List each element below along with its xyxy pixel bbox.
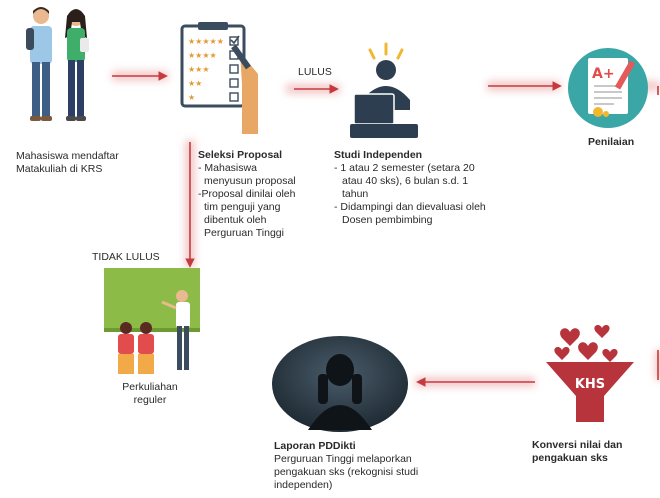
grade-text: A+ <box>592 66 615 82</box>
svg-text:★★★★: ★★★★ <box>188 51 217 60</box>
tidak-lulus-label: TIDAK LULUS <box>92 251 160 263</box>
classroom-icon <box>104 268 204 376</box>
laporan-text: Laporan PDDikti Perguruan Tinggi melapor… <box>274 440 444 492</box>
svg-text:★★★: ★★★ <box>188 65 210 74</box>
laporan-title: Laporan PDDikti <box>274 440 356 452</box>
lulus-label: LULUS <box>298 66 332 78</box>
seleksi-text: Seleksi Proposal - Mahasiswa menyusun pr… <box>198 149 318 240</box>
seleksi-title: Seleksi Proposal <box>198 149 283 161</box>
studi-title: Studi Independen <box>334 149 423 161</box>
studi-text: Studi Independen - 1 atau 2 semester (se… <box>334 149 504 227</box>
konversi-text: Konversi nilai dan pengakuan sks <box>532 439 623 464</box>
graded-paper-icon: A+ <box>566 40 650 136</box>
laptop-worker-icon <box>346 40 426 140</box>
svg-text:★: ★ <box>188 93 195 102</box>
checklist-icon: ★★★★★ ★★★★ ★★★ ★★ ★ <box>178 22 274 138</box>
svg-text:★★: ★★ <box>188 79 202 88</box>
students-illustration <box>16 4 100 130</box>
report-officer-icon <box>270 334 410 434</box>
penilaian-title: Penilaian <box>588 136 635 148</box>
funnel-khs-text: KHS <box>575 377 605 392</box>
daftar-label: Mahasiswa mendaftar Matakuliah di KRS <box>16 150 119 175</box>
khs-funnel-icon: KHS <box>540 318 640 428</box>
svg-text:★★★★★: ★★★★★ <box>188 37 224 46</box>
perkuliahan-label: Perkuliahan reguler <box>122 381 178 406</box>
